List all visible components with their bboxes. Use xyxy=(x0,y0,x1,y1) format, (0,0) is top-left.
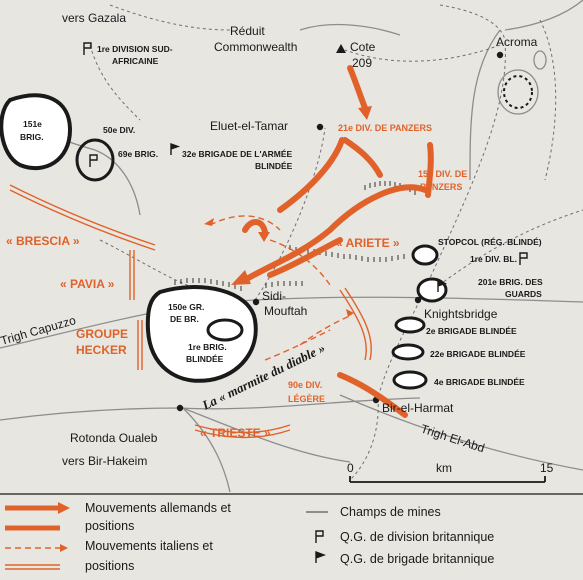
label-stopcol: STOPCOL (RÉG. BLINDÉ) xyxy=(438,237,542,247)
legend-german-2: positions xyxy=(85,519,134,533)
tracks xyxy=(89,4,583,481)
div50-box xyxy=(75,138,115,182)
acroma-box xyxy=(503,75,533,109)
label-brig4: 4e BRIGADE BLINDÉE xyxy=(434,377,525,387)
label-hecker-2: HECKER xyxy=(76,343,127,357)
label-eluet: Eluet-el-Tamar xyxy=(210,119,288,133)
scale-start: 0 xyxy=(347,461,354,475)
legend-italian-2: positions xyxy=(85,559,134,573)
scale-end: 15 xyxy=(540,461,554,475)
brig-hq-flag-32 xyxy=(170,143,181,155)
label-acroma: Acroma xyxy=(496,35,538,49)
label-cote-1: Cote xyxy=(350,40,376,54)
legend-mines: Champs de mines xyxy=(340,505,441,519)
brig-hq-flag-201 xyxy=(437,280,448,292)
legend-brig-hq: Q.G. de brigade britannique xyxy=(340,552,494,566)
label-trieste: « TRIESTE » xyxy=(200,426,271,440)
label-sidi-1: Sidi- xyxy=(262,289,286,303)
label-gr150-1: 150e GR. xyxy=(168,302,204,312)
label-bir-harmat: Bir-el-Harmat xyxy=(382,401,454,415)
label-div-sud-2: AFRICAINE xyxy=(112,56,159,66)
label-gr150-2: DE BR. xyxy=(170,314,199,324)
label-cote-2: 209 xyxy=(352,56,372,70)
label-gazala: vers Gazala xyxy=(62,11,126,25)
label-div90-1: 90e DIV. xyxy=(288,380,322,390)
label-brig201-2: GUARDS xyxy=(505,289,542,299)
label-brig151-2: BRIG. xyxy=(20,132,44,142)
label-pavia: « PAVIA » xyxy=(60,277,115,291)
legend: Mouvements allemands et positions Mouvem… xyxy=(0,493,583,575)
brig151-box xyxy=(0,93,73,171)
stopcol-box xyxy=(411,244,439,266)
scale-bar: 0 km 15 xyxy=(347,461,554,483)
legend-italian-1: Mouvements italiens et xyxy=(85,539,213,553)
legend-german-1: Mouvements allemands et xyxy=(85,501,231,515)
label-hecker-1: GROUPE xyxy=(76,327,128,341)
legend-brig-hq-icon xyxy=(315,550,326,563)
div-hq-flag-sud xyxy=(83,42,92,55)
label-ariete: « ARIETE » xyxy=(336,236,400,250)
label-brig1-1: 1re BRIG. xyxy=(188,342,227,352)
label-brig22: 22e BRIGADE BLINDÉE xyxy=(430,349,526,359)
label-brig32-2: BLINDÉE xyxy=(255,161,293,171)
label-brescia: « BRESCIA » xyxy=(6,234,80,248)
label-brig2: 2e BRIGADE BLINDÉE xyxy=(426,326,517,336)
label-brig151-1: 151e xyxy=(23,119,42,129)
cote-triangle xyxy=(336,44,346,53)
brig1-box xyxy=(206,318,244,342)
label-div21: 21e DIV. DE PANZERS xyxy=(338,123,432,133)
legend-div-hq-icon xyxy=(315,530,324,543)
label-div-sud-1: 1re DIVISION SUD- xyxy=(97,44,173,54)
label-reduit-1: Réduit xyxy=(230,24,265,38)
label-div50: 50e DIV. xyxy=(103,125,135,135)
brig4-box xyxy=(392,370,428,390)
label-div15-1: 15e DIV. DE xyxy=(418,169,467,179)
brig22-box xyxy=(391,343,425,361)
label-brig201-1: 201e BRIG. DES xyxy=(478,277,543,287)
div-hq-flag-1bl xyxy=(519,252,528,265)
british-positions xyxy=(0,50,547,390)
label-brig69: 69e BRIG. xyxy=(118,149,158,159)
label-brig1-2: BLINDÉE xyxy=(186,354,224,364)
scale-unit: km xyxy=(436,461,452,475)
label-div90-2: LÉGÈRE xyxy=(288,394,325,404)
hq-flags xyxy=(83,42,528,292)
label-bir-hakeim: vers Bir-Hakeim xyxy=(62,454,147,468)
div-hq-flag-50 xyxy=(89,154,98,167)
german-movements xyxy=(231,65,434,418)
label-rotonda: Rotonda Oualeb xyxy=(70,431,158,445)
brig2-box xyxy=(394,316,426,334)
label-div15-2: PANZERS xyxy=(420,182,462,192)
legend-div-hq: Q.G. de division britannique xyxy=(340,530,494,544)
label-sidi-2: Mouftah xyxy=(264,304,307,318)
label-reduit-2: Commonwealth xyxy=(214,40,297,54)
gr150-box xyxy=(145,285,258,383)
label-brig32-1: 32e BRIGADE DE L'ARMÉE xyxy=(182,149,293,159)
british-unit-labels: 1re DIVISION SUD- AFRICAINE 151e BRIG. 5… xyxy=(20,44,543,387)
label-knightsbridge: Knightsbridge xyxy=(424,307,498,321)
label-div-bl1: 1re DIV. BL. xyxy=(470,254,517,264)
italian-movements xyxy=(9,184,372,439)
